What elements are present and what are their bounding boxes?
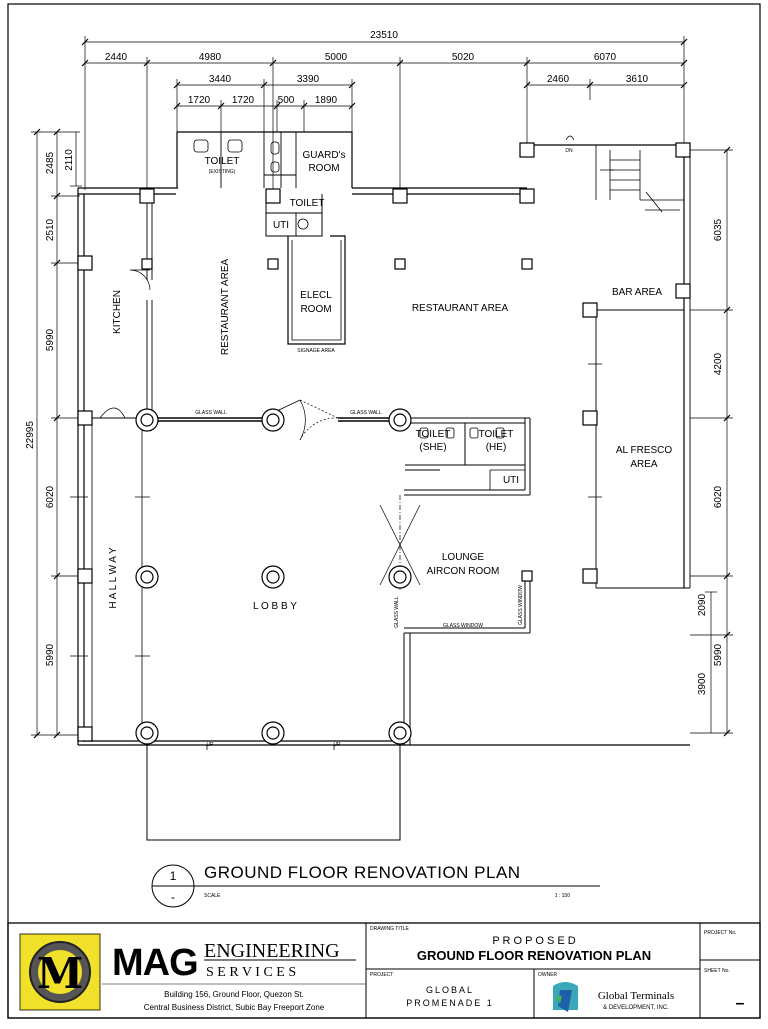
dimension-lines [31,36,733,736]
dim-top-10: 1720 [188,95,211,106]
label-elecl-2: ROOM [300,304,331,315]
dim-top-8: 2460 [547,74,570,85]
label-existing: (EXISTING) [209,169,236,175]
room-labels: TOILET (EXISTING) GUARD's ROOM TOILET UT… [108,148,672,748]
dim-top-2: 4980 [199,52,222,63]
dimension-ticks [33,38,731,739]
owner-2: & DEVELOPMENT, INC. [603,1005,669,1011]
door-swings [99,135,575,590]
dim-top-13: 1890 [315,95,338,106]
label-guards-1: GUARD's [302,150,345,161]
logo-letter-icon: M [37,949,84,998]
label-toilet-she-1: TOILET [416,429,451,440]
dim-top-12: 500 [278,95,295,106]
dim-left-5: 6020 [45,485,56,508]
dim-top-11: 1720 [232,95,255,106]
title-block [7,922,761,1019]
dim-right-4: 2090 [697,593,708,616]
dim-top-9: 3610 [626,74,649,85]
label-toilet-he-1: TOILET [479,429,514,440]
label-dn: DN [565,148,573,154]
walls [77,131,691,841]
columns [77,142,691,742]
dim-left-total: 22995 [25,421,36,449]
label-signage: SIGNAGE AREA [297,348,335,354]
label-uti: UTI [273,220,289,231]
dim-top-7: 3390 [297,74,320,85]
label-toilet-she-2: (SHE) [419,442,446,453]
project-label: PROJECT [370,972,393,978]
dim-left-1: 2485 [45,151,56,174]
label-alfresco-2: AREA [630,459,658,470]
dim-top-5: 6070 [594,52,617,63]
dim-right-3: 6020 [713,485,724,508]
dim-right-6: 3900 [697,672,708,695]
label-up-1: UP [207,742,215,748]
dim-top-4: 5020 [452,52,475,63]
label-lobby: L O B B Y [253,601,297,612]
label-uti-2: UTI [503,475,519,486]
dim-left-6: 5990 [45,643,56,666]
label-glass-window-2: GLASS WINDOW [518,585,524,625]
label-hallway: H A L L W A Y [108,547,119,609]
round-columns [135,408,412,745]
drawing-title-2: GROUND FLOOR RENOVATION PLAN [417,948,651,963]
dimension-labels: 23510 2440 4980 5000 5020 6070 3440 3390… [25,30,724,695]
dim-right-5: 5990 [713,643,724,666]
label-alfresco-1: AL FRESCO [616,445,673,456]
wall-symbols [70,169,614,750]
label-lounge-1: LOUNGE [442,552,485,563]
owner-1: Global Terminals [598,990,674,1002]
label-toilet-existing: TOILET [205,156,240,167]
project-2: PROMENADE 1 [406,998,494,1008]
scale-value: 1 : 150 [555,893,571,899]
dim-left-3: 2510 [45,218,56,241]
label-glass-wall-2: GLASS WALL [350,410,382,416]
label-lounge-2: AIRCON ROOM [427,566,500,577]
label-restaurant: RESTAURANT AREA [412,303,509,314]
drawing-title-label: DRAWING TITLE [370,926,410,932]
label-glass-wall-3: GLASS WALL [394,596,400,628]
label-restaurant-vertical: RESTAURANT AREA [220,259,231,356]
address-line-1: Building 156, Ground Floor, Quezon St. [164,990,304,999]
label-elecl-1: ELECL [300,290,332,301]
company-services: S E R V I C E S [206,965,296,980]
dim-left-2: 2110 [64,149,75,171]
plan-number: 1 [170,869,177,883]
mag-logo-icon: M [19,933,101,1011]
label-glass-wall-1: GLASS WALL [195,410,227,416]
sheet-no-label: SHEET No. [704,968,730,974]
global-terminals-logo-icon [553,982,578,1012]
label-up-2: UP [334,742,342,748]
dim-right-2: 4200 [713,352,724,375]
project-no-label: PROJECT No. [704,930,736,936]
plan-title: 1 - GROUND FLOOR RENOVATION PLAN SCALE 1… [151,863,600,908]
label-toilet-he-2: (HE) [486,442,507,453]
project-1: GLOBAL [426,985,474,995]
label-guards-2: ROOM [308,163,339,174]
plan-title-text: GROUND FLOOR RENOVATION PLAN [204,863,521,882]
plan-dash: - [171,890,175,904]
label-glass-window: GLASS WINDOW [443,623,483,629]
label-bar: BAR AREA [612,287,662,298]
dim-top-total: 23510 [370,30,398,41]
plumbing-fixtures [193,139,505,439]
company-engineering: ENGINEERING [204,940,340,962]
company-mag: MAG [112,942,198,984]
scale-label: SCALE [204,893,221,899]
dim-left-4: 5990 [45,328,56,351]
owner-label: OWNER [538,972,558,978]
dim-top-1: 2440 [105,52,128,63]
dim-top-6: 3440 [209,74,232,85]
drawing-title-1: P R O P O S E D [492,935,575,947]
label-toilet: TOILET [290,198,325,209]
dim-right-1: 6035 [713,218,724,241]
sheet-no-value: – [736,995,745,1012]
label-kitchen: KITCHEN [112,290,123,334]
address-line-2: Central Business District, Subic Bay Fre… [144,1003,325,1012]
dim-top-3: 5000 [325,52,348,63]
